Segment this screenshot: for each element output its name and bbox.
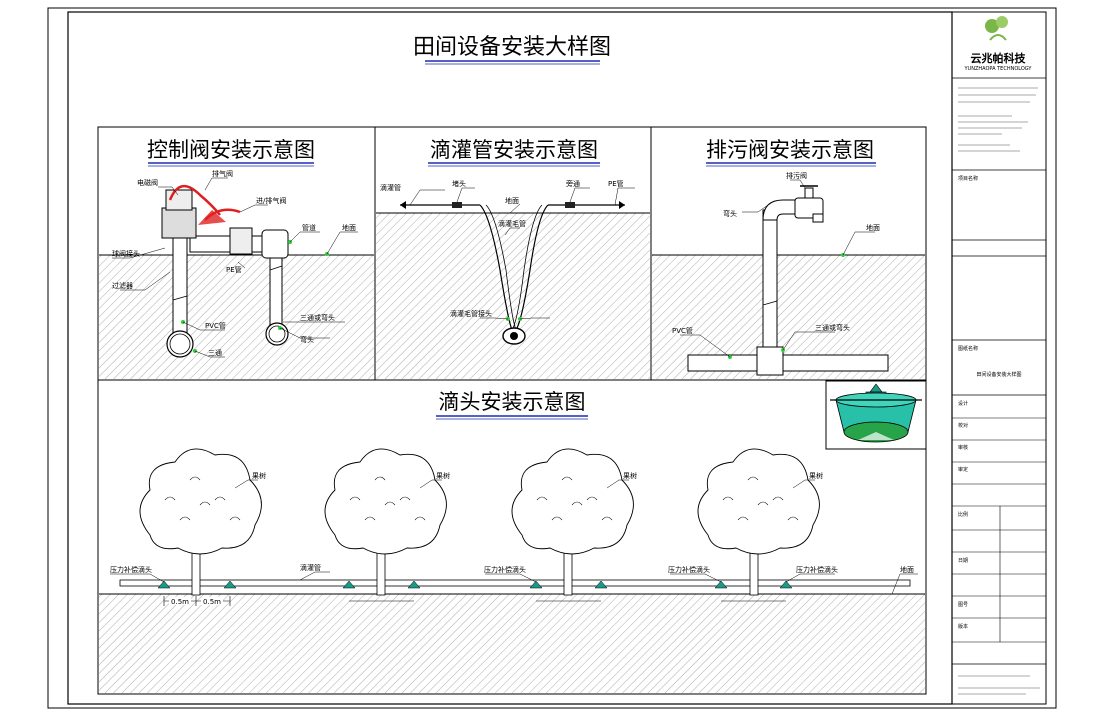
title-block: 云兆帕科技 YUNZHAOPA TECHNOLOGY 项目名称 图纸名称 田间设… xyxy=(951,11,1047,705)
cv-label-ground: 地面 xyxy=(342,223,356,232)
tb-field-drawing-no: 图号 xyxy=(958,602,968,608)
cv-label-pe-pipe: PE管 xyxy=(226,265,242,274)
drain-valve-title: 排污阀安装示意图 xyxy=(706,138,874,162)
dp-label-lateral: 滴灌毛管 xyxy=(498,219,526,228)
dv-label-ground: 地面 xyxy=(866,223,880,232)
dr-label-dripper-4: 压力补偿滴头 xyxy=(796,565,838,574)
tb-field-drawing-name: 图纸名称 xyxy=(958,345,978,352)
drippers xyxy=(157,580,793,589)
dr-label-dripper-3: 压力补偿滴头 xyxy=(668,565,710,574)
dim-right: 0.5m xyxy=(203,598,221,606)
dripper-title: 滴头安装示意图 xyxy=(439,390,586,414)
dv-label-pvc: PVC管 xyxy=(672,326,693,335)
dr-label-tree-2: 果树 xyxy=(436,471,450,480)
tree-3 xyxy=(511,448,634,596)
dv-label-tee-or-elbow: 三通或弯头 xyxy=(815,323,850,332)
cv-label-air-valve-in-out: 进/排气阀 xyxy=(256,196,286,205)
cv-label-elbow: 弯头 xyxy=(300,335,314,344)
drip-pipe-soil xyxy=(376,213,650,379)
tb-field-design: 设计 xyxy=(958,400,968,407)
tb-field-approve: 审定 xyxy=(958,466,968,473)
company-logo xyxy=(985,16,1008,41)
control-valve-soil xyxy=(99,255,374,379)
dr-label-ground: 地面 xyxy=(900,565,914,574)
control-valve-title: 控制阀安装示意图 xyxy=(147,138,315,162)
tree-2 xyxy=(324,448,447,596)
cv-label-solenoid: 电磁阀 xyxy=(137,178,158,187)
cv-label-air-valve: 排气阀 xyxy=(212,169,233,178)
drip-pipe-title: 滴灌管安装示意图 xyxy=(430,138,598,162)
tb-field-date: 日期 xyxy=(958,558,968,564)
dr-label-tree-3: 果树 xyxy=(623,471,637,480)
cv-label-tee: 三通 xyxy=(208,348,222,357)
outer-border xyxy=(47,7,1057,709)
panel-drain-valve: 排污阀安装示意图 排污阀 弯头 地面 PVC管 三通或弯头 xyxy=(652,138,925,379)
cv-label-tee-or-elbow: 三通或弯头 xyxy=(300,313,335,322)
tree-4 xyxy=(697,448,820,596)
tree-1 xyxy=(139,448,262,596)
dr-label-dripper-1: 压力补偿滴头 xyxy=(110,565,152,574)
dr-label-drip-tube: 滴灌管 xyxy=(300,563,321,572)
dr-label-tree-4: 果树 xyxy=(809,471,823,480)
dp-label-drip-tube: 滴灌管 xyxy=(380,183,401,192)
dp-label-bypass: 旁通 xyxy=(566,179,580,188)
cv-label-pipe: 管道 xyxy=(302,223,316,232)
tb-field-project: 项目名称 xyxy=(958,175,978,182)
tb-field-version: 版本 xyxy=(958,623,968,630)
dp-label-lateral-connector: 滴灌毛管接头 xyxy=(450,309,492,318)
panel-drip-pipe: 滴灌管安装示意图 滴灌管 堵头 地面 滴灌毛管 旁通 xyxy=(376,138,650,379)
tb-field-check: 校对 xyxy=(958,422,968,429)
dv-label-elbow: 弯头 xyxy=(723,209,737,218)
company-name: 云兆帕科技 xyxy=(971,51,1027,65)
dp-label-end-cap: 堵头 xyxy=(452,179,466,188)
dim-left: 0.5m xyxy=(171,598,189,606)
panel-control-valve: 控制阀安装示意图 xyxy=(99,138,374,379)
panel-dripper: 滴头安装示意图 xyxy=(99,380,927,693)
tb-field-scale: 比例 xyxy=(958,511,968,518)
cv-label-pvc: PVC管 xyxy=(205,321,226,330)
tb-drawing-name: 田间设备安装大样图 xyxy=(976,371,1021,378)
dr-label-dripper-2: 压力补偿滴头 xyxy=(484,565,526,574)
company-name-en: YUNZHAOPA TECHNOLOGY xyxy=(964,66,1033,72)
main-title: 田间设备安装大样图 xyxy=(413,35,611,60)
tb-field-review: 审核 xyxy=(958,444,968,451)
drip-tube-line xyxy=(119,579,911,587)
cv-label-filter: 过滤器 xyxy=(112,281,133,290)
dripper-soil xyxy=(99,594,925,693)
dv-label-drain: 排污阀 xyxy=(786,171,807,180)
dr-label-tree-1: 果树 xyxy=(252,471,266,480)
dp-label-pe-pipe: PE管 xyxy=(608,179,624,188)
dp-label-ground: 地面 xyxy=(505,196,519,205)
cv-label-ball-valve: 球阀接头 xyxy=(112,249,140,258)
